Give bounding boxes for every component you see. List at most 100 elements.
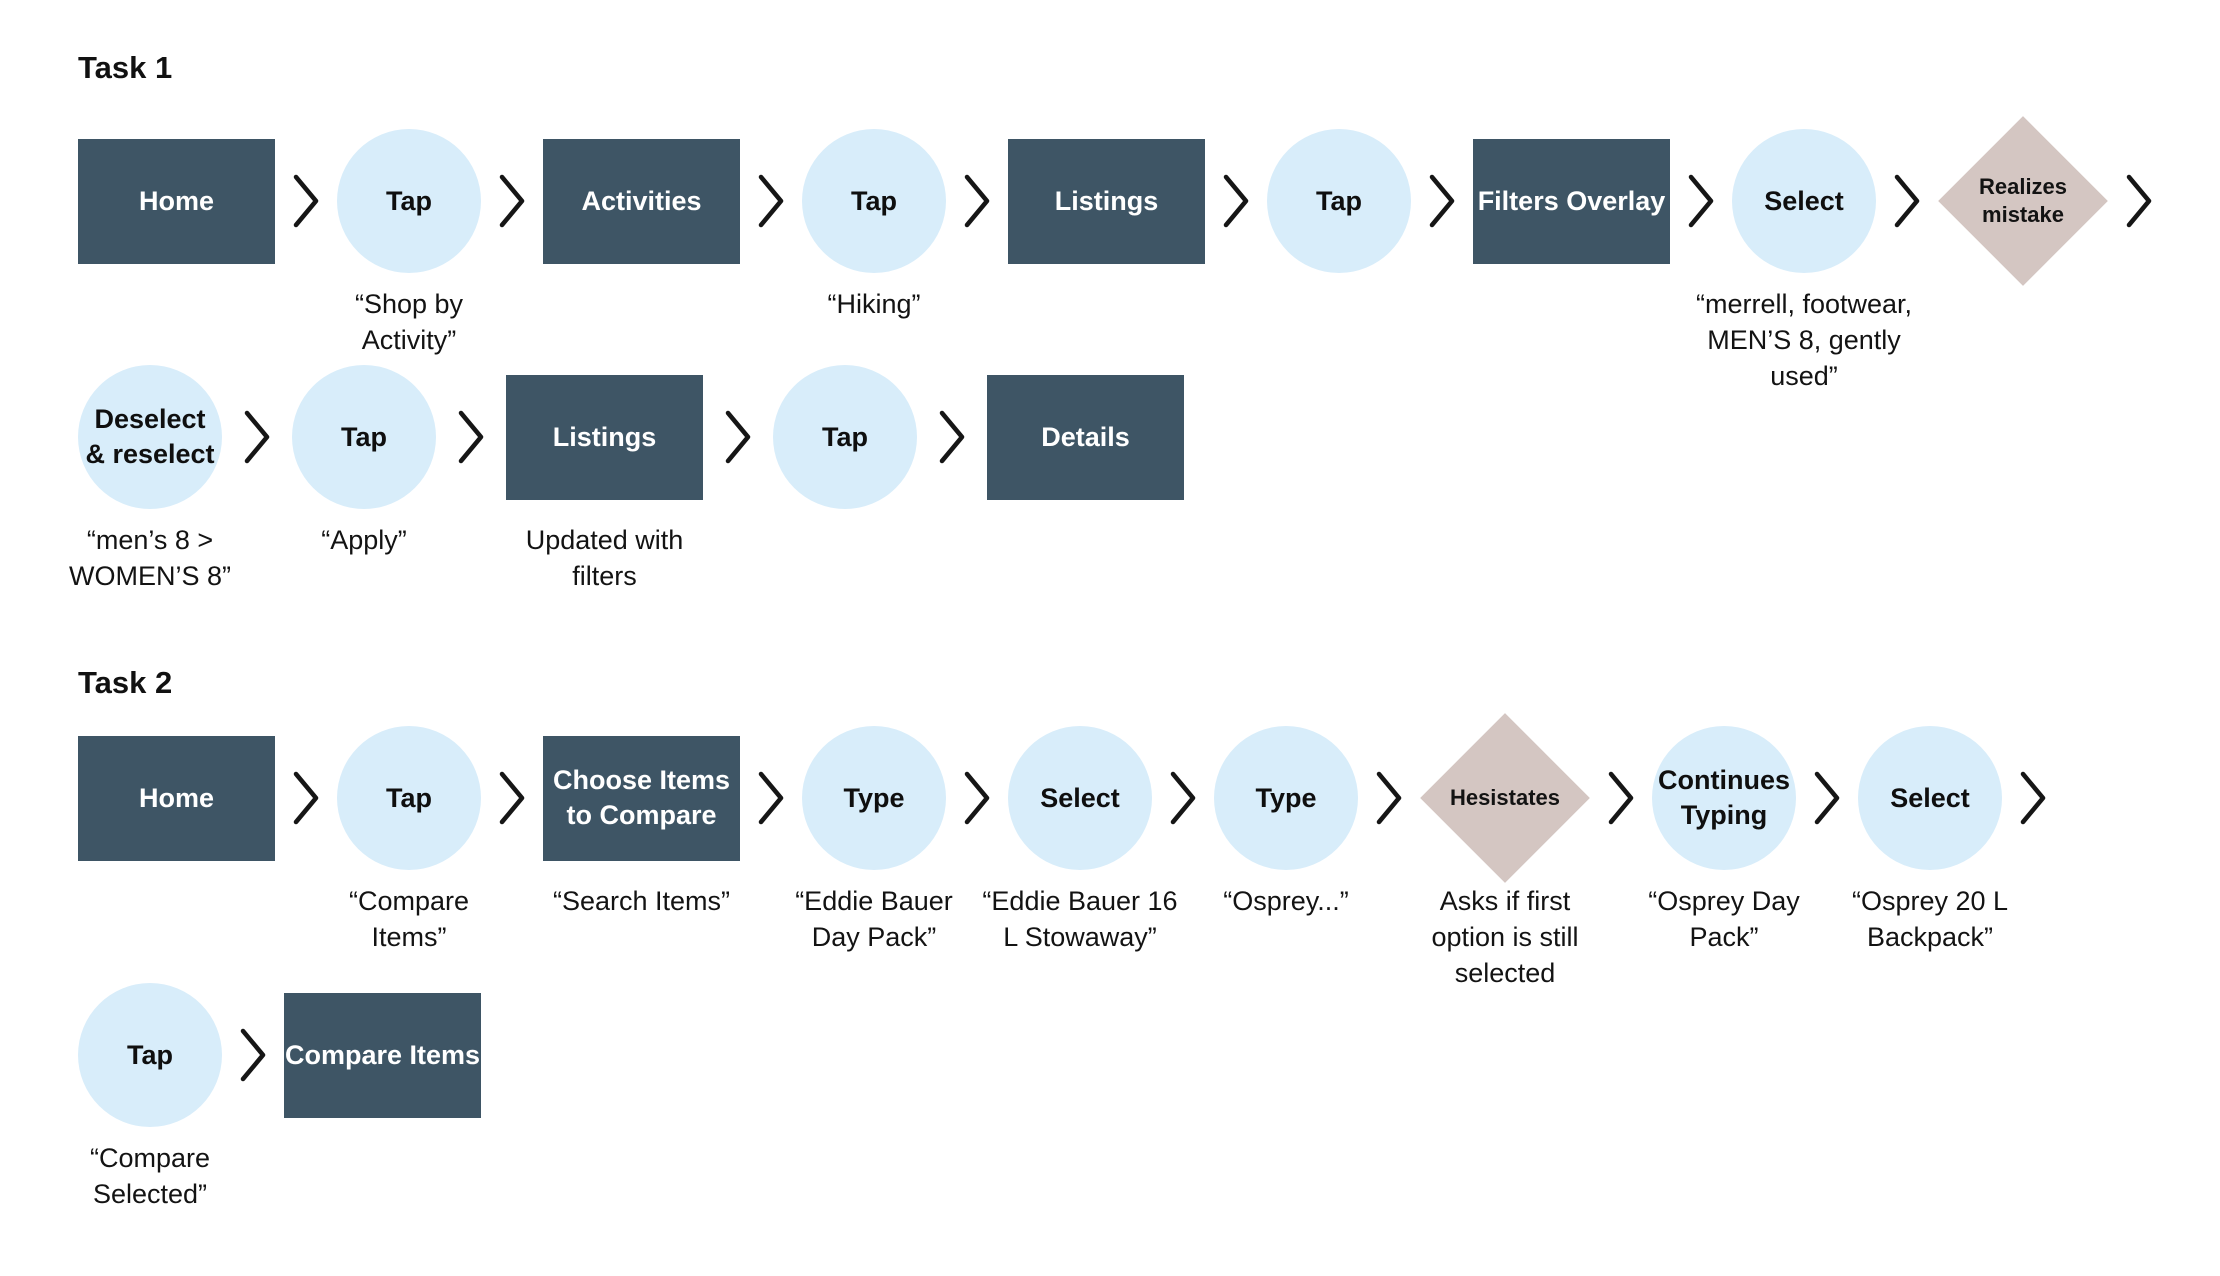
- arrow-chevron-icon: [1205, 116, 1267, 286]
- screen-box: Activities: [543, 138, 740, 264]
- screen-node-listings: Listings: [1008, 116, 1205, 286]
- screen-label: Activities: [581, 185, 702, 216]
- action-circle: Type: [802, 726, 946, 870]
- node-caption: Asks if first option is still selected: [1431, 886, 1579, 988]
- node-caption: “Apply”: [321, 525, 407, 555]
- node-caption: “Osprey Day Pack”: [1648, 886, 1800, 952]
- action-node-select: Select “Osprey 20 L Backpack”: [1852, 713, 2008, 952]
- task-2-row-2: Tap “Compare Selected” Compare Items: [78, 970, 2220, 1209]
- event-label: Realizes mistake: [1978, 173, 2068, 227]
- action-label: Tap: [341, 421, 387, 452]
- screen-node-filters-overlay: Filters Overlay: [1473, 116, 1670, 286]
- action-node-deselect-reselect: Deselect & reselect “men’s 8 > WOMEN’S 8…: [69, 352, 231, 591]
- action-label: Type: [1255, 782, 1317, 813]
- arrow-chevron-icon: [481, 116, 543, 286]
- screen-box: Compare Items: [284, 992, 481, 1118]
- node-caption: “Compare Items”: [348, 886, 470, 952]
- arrow-chevron-icon: [481, 713, 543, 883]
- node-caption: “Eddie Bauer Day Pack”: [795, 886, 953, 952]
- action-circle: Tap: [802, 129, 946, 273]
- event-label: Hesistates: [1449, 784, 1561, 810]
- arrow-chevron-icon: [1152, 713, 1214, 883]
- screen-node-listings-updated: Listings Updated with filters: [506, 352, 703, 591]
- arrow-chevron-icon: [275, 116, 337, 286]
- action-node-tap: Tap “Apply”: [292, 352, 436, 555]
- action-circle: Tap: [1267, 129, 1411, 273]
- action-label: Continues Typing: [1658, 765, 1790, 830]
- node-caption: “Osprey 20 L Backpack”: [1851, 886, 2009, 952]
- event-diamond: Realizes mistake: [1938, 116, 2108, 286]
- action-circle: Tap: [337, 129, 481, 273]
- action-label: Tap: [386, 782, 432, 813]
- action-node-type: Type “Eddie Bauer Day Pack”: [795, 713, 953, 952]
- screen-box: Filters Overlay: [1473, 138, 1670, 264]
- arrow-chevron-icon: [1411, 116, 1473, 286]
- arrow-chevron-icon: [1876, 116, 1938, 286]
- action-node-type: Type “Osprey...”: [1214, 713, 1358, 916]
- task-1-row-1: Home Tap “Shop by Activity” Activities T…: [78, 116, 2220, 391]
- action-label: Select: [1890, 782, 1970, 813]
- arrow-chevron-icon: [275, 713, 337, 883]
- action-circle: Type: [1214, 726, 1358, 870]
- action-label: Select: [1040, 782, 1120, 813]
- arrow-chevron-icon: [740, 116, 802, 286]
- action-circle: Tap: [337, 726, 481, 870]
- task-1-title: Task 1: [78, 50, 173, 85]
- action-label: Tap: [822, 421, 868, 452]
- arrow-chevron-icon: [946, 713, 1008, 883]
- screen-label: Compare Items: [284, 1039, 481, 1070]
- task-1-section: Task 1 Home Tap “Shop by Activity” Activ…: [69, 50, 2220, 591]
- screen-label: Choose Items to Compare: [552, 765, 731, 830]
- screen-node-activities: Activities: [543, 116, 740, 286]
- arrow-chevron-icon: [2002, 713, 2064, 883]
- screen-box: Home: [78, 735, 275, 861]
- screen-node-details: Details: [987, 352, 1184, 522]
- arrow-chevron-icon: [1670, 116, 1732, 286]
- action-circle: Deselect & reselect: [78, 365, 222, 509]
- node-caption: “Osprey...”: [1223, 886, 1349, 916]
- action-circle: Tap: [773, 365, 917, 509]
- screen-label: Home: [138, 185, 214, 216]
- screen-label: Home: [138, 782, 214, 813]
- action-label: Deselect & reselect: [85, 404, 215, 469]
- screen-box: Choose Items to Compare: [543, 735, 740, 861]
- screen-label: Listings: [552, 421, 657, 452]
- user-flow-diagram: Task 1 Home Tap “Shop by Activity” Activ…: [0, 0, 2220, 1140]
- node-caption: “men’s 8 > WOMEN’S 8”: [69, 525, 231, 591]
- screen-label: Filters Overlay: [1477, 185, 1666, 216]
- action-label: Tap: [127, 1039, 173, 1070]
- action-circle: Select: [1732, 129, 1876, 273]
- arrow-chevron-icon: [222, 970, 284, 1140]
- node-caption: “Shop by Activity”: [354, 289, 464, 355]
- arrow-chevron-icon: [1590, 713, 1652, 883]
- node-caption: “Compare Selected”: [89, 1143, 211, 1209]
- screen-node-choose-items: Choose Items to Compare “Search Items”: [543, 713, 740, 916]
- action-circle: Tap: [78, 983, 222, 1127]
- task-2-row-1: Home Tap “Compare Items” Choose Items to…: [78, 713, 2220, 988]
- node-caption: “Eddie Bauer 16 L Stowaway”: [982, 886, 1178, 952]
- screen-box: Details: [987, 374, 1184, 500]
- screen-node-compare-items: Compare Items: [284, 970, 481, 1140]
- action-label: Type: [843, 782, 905, 813]
- screen-box: Listings: [1008, 138, 1205, 264]
- node-caption: “merrell, footwear, MEN’S 8, gently used…: [1695, 289, 1913, 391]
- node-caption: “Search Items”: [552, 886, 731, 916]
- task-2-section: Task 2 Home Tap “Compare Items” Choose I…: [78, 665, 2220, 1209]
- screen-box: Listings: [506, 374, 703, 500]
- action-node-select: Select “merrell, footwear, MEN’S 8, gent…: [1696, 116, 1912, 391]
- action-label: Select: [1764, 185, 1844, 216]
- action-circle: Continues Typing: [1652, 726, 1796, 870]
- screen-box: Home: [78, 138, 275, 264]
- arrow-chevron-icon: [946, 116, 1008, 286]
- arrow-chevron-icon: [2108, 116, 2170, 286]
- action-label: Tap: [851, 185, 897, 216]
- event-diamond: Hesistates: [1420, 713, 1590, 883]
- action-node-tap: Tap: [773, 352, 917, 522]
- action-node-select: Select “Eddie Bauer 16 L Stowaway”: [982, 713, 1178, 952]
- task-1-row-2: Deselect & reselect “men’s 8 > WOMEN’S 8…: [69, 352, 2220, 591]
- task-2-title: Task 2: [78, 665, 173, 700]
- node-caption: Updated with filters: [525, 525, 684, 591]
- arrow-chevron-icon: [703, 352, 773, 522]
- action-circle: Select: [1858, 726, 2002, 870]
- screen-node-home: Home: [78, 116, 275, 286]
